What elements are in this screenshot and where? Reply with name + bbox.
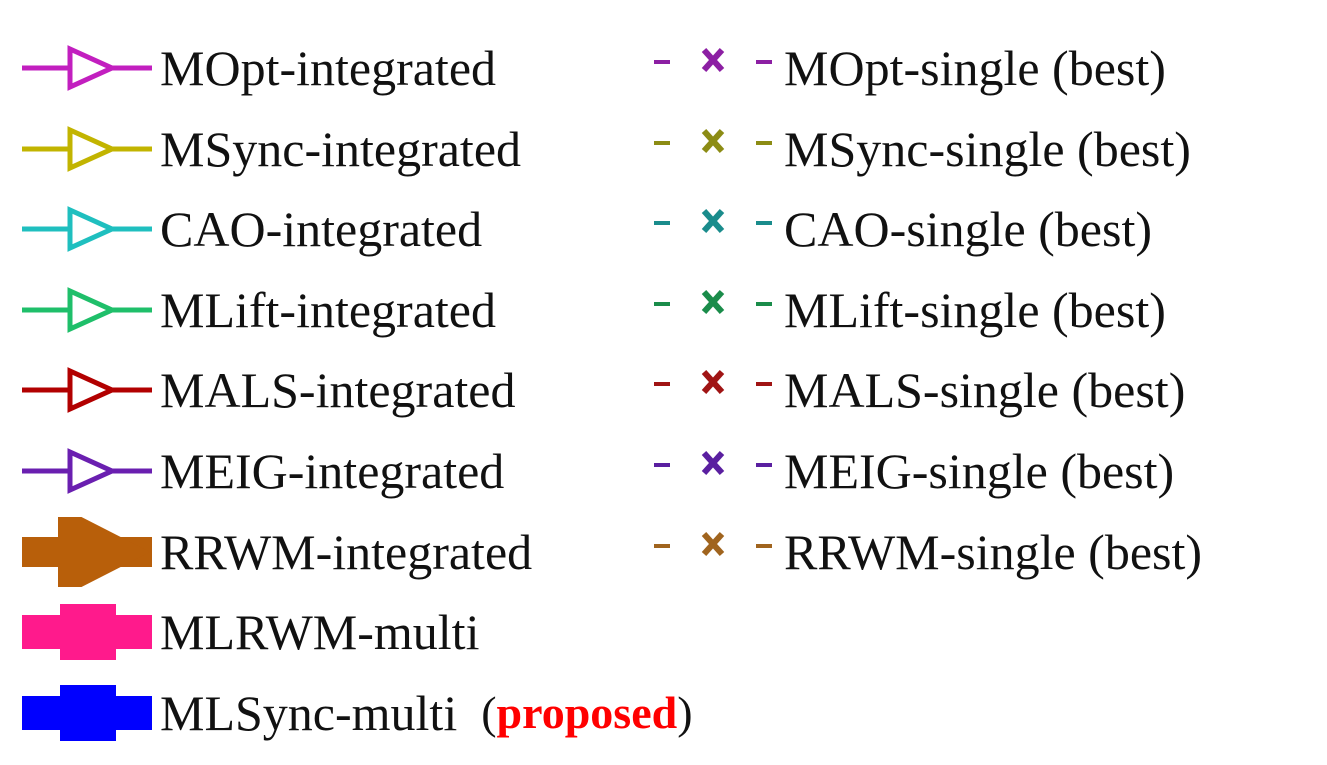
mlrwm-multi-legend-marker <box>22 604 152 661</box>
mopt-single-best-legend-marker <box>654 47 772 73</box>
legend-label: MLift-integrated <box>160 281 496 338</box>
msync-single-best-legend-marker <box>654 128 772 153</box>
legend-entry-mals-single-best: MALS-single (best) <box>650 355 1185 425</box>
legend-label: MSync-integrated <box>160 120 522 177</box>
cao-single-best-legend-marker <box>654 209 772 234</box>
legend-entry-msync-integrated: MSync-integrated <box>22 114 521 184</box>
legend-entry-meig-single-best: MEIG-single (best) <box>650 436 1174 506</box>
rrwm-integrated-legend-marker <box>22 516 152 587</box>
legend-entry-msync-single-best: MSync-single (best) <box>650 114 1191 184</box>
legend-entry-rrwm-integrated: RRWM-integrated <box>22 516 533 587</box>
legend-entry-cao-integrated: CAO-integrated <box>22 194 482 264</box>
legend-entry-meig-integrated: MEIG-integrated <box>22 436 504 506</box>
mopt-integrated-legend-marker <box>22 45 152 91</box>
legend-entry-mlsync-multi: MLSync-multi (proposed) <box>22 678 693 748</box>
legend-entry-mlift-single-best: MLift-single (best) <box>650 275 1166 345</box>
legend-entry-mlrwm-multi: MLRWM-multi <box>22 597 479 667</box>
legend-label: MALS-single (best) <box>784 362 1186 419</box>
cao-integrated-legend-marker <box>22 206 152 253</box>
mals-single-best-legend-marker <box>654 370 772 395</box>
legend-label: RRWM-integrated <box>160 523 533 580</box>
msync-integrated-legend-marker <box>22 125 152 172</box>
mals-integrated-legend-marker <box>22 367 152 414</box>
mlift-single-best-legend-marker <box>654 289 772 314</box>
legend-label: MSync-single (best) <box>784 120 1191 177</box>
legend-entry-mals-integrated: MALS-integrated <box>22 355 515 425</box>
note-proposed-text: proposed <box>496 687 678 739</box>
legend-label: MLift-single (best) <box>784 281 1166 338</box>
legend-label: MOpt-integrated <box>160 40 497 96</box>
legend-label: RRWM-single (best) <box>784 523 1203 580</box>
legend-entry-mopt-integrated: MOpt-integrated <box>22 33 496 103</box>
legend-entry-rrwm-single-best: RRWM-single (best) <box>650 517 1202 587</box>
meig-single-best-legend-marker <box>654 450 772 476</box>
mlsync-multi-legend-marker <box>22 684 152 741</box>
legend-entry-mopt-single-best: MOpt-single (best) <box>650 33 1166 103</box>
note-open-paren: ( <box>481 687 497 739</box>
legend-label: MOpt-single (best) <box>784 40 1166 96</box>
proposed-note: (proposed) <box>481 686 692 739</box>
legend-label: CAO-integrated <box>160 201 483 258</box>
legend-entry-cao-single-best: CAO-single (best) <box>650 194 1152 264</box>
legend-label: MEIG-integrated <box>160 443 505 499</box>
legend-label: MALS-integrated <box>160 362 516 419</box>
legend-label: MLRWM-multi <box>160 604 480 661</box>
legend-label: MEIG-single (best) <box>784 443 1175 499</box>
meig-integrated-legend-marker <box>22 448 152 494</box>
mlift-integrated-legend-marker <box>22 286 152 333</box>
legend-entry-mlift-integrated: MLift-integrated <box>22 275 496 345</box>
rrwm-single-best-legend-marker <box>654 531 772 556</box>
legend-label: MLSync-multi <box>160 684 458 741</box>
note-close-paren: ) <box>677 687 693 739</box>
legend-label: CAO-single (best) <box>784 201 1152 258</box>
